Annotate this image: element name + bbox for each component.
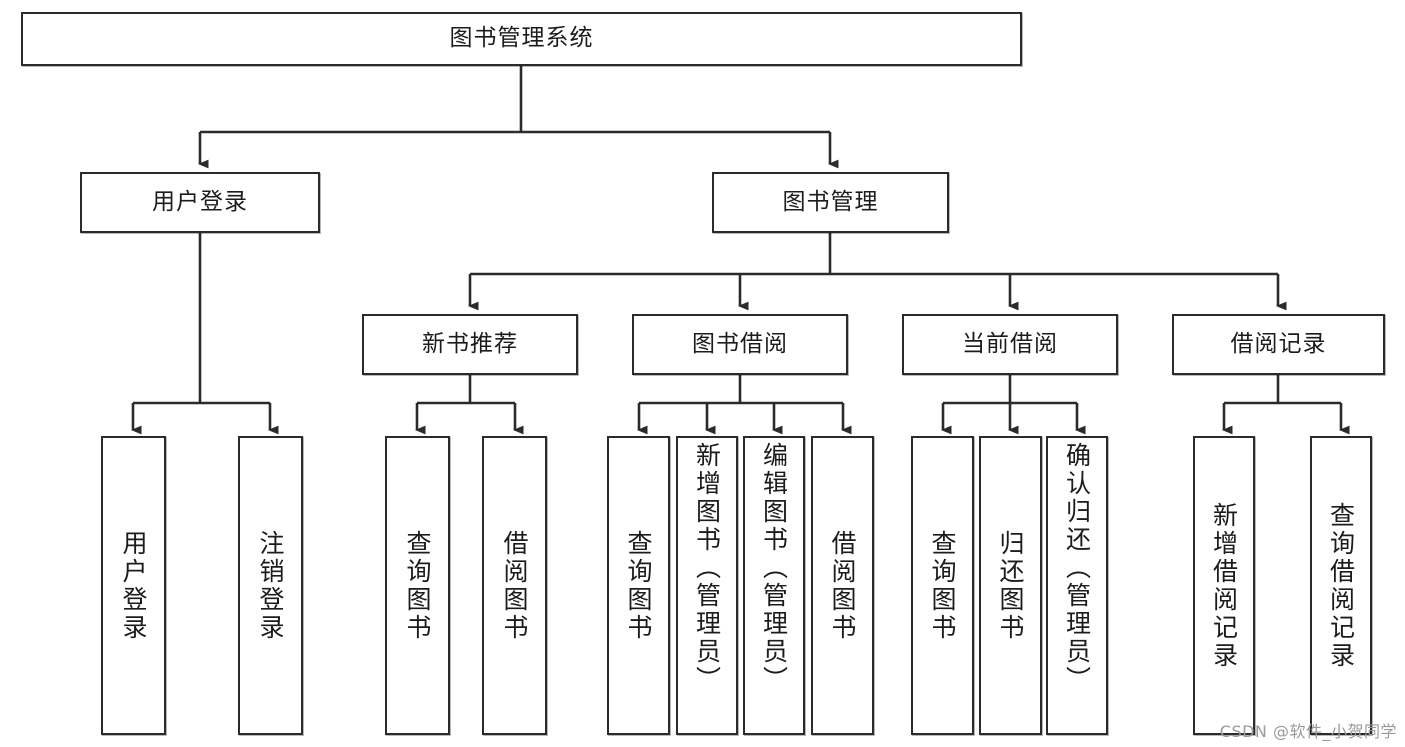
node-leaf-add-book-label: 新增图书（管理员） [692, 442, 722, 694]
node-current-borrow-label: 当前借阅 [962, 330, 1058, 357]
node-book-manage-label: 图书管理 [782, 188, 879, 215]
node-leaf-user-login-label: 用户登录 [119, 529, 148, 642]
csdn-watermark: CSDN @软件_小贺同学 [1219, 722, 1397, 741]
node-leaf-edit-book-label: 编辑图书（管理员） [759, 442, 789, 694]
node-leaf-query-book-3-label: 查询图书 [928, 529, 957, 642]
node-leaf-edit-book[interactable]: 编辑图书（管理员） [743, 436, 805, 735]
node-leaf-query-book-3[interactable]: 查询图书 [911, 436, 974, 735]
node-user-login-label: 用户登录 [152, 188, 248, 215]
node-borrow-record[interactable]: 借阅记录 [1172, 314, 1385, 375]
node-leaf-add-record-label: 新增借阅记录 [1209, 501, 1239, 670]
node-leaf-borrow-book-1[interactable]: 借阅图书 [482, 436, 547, 735]
node-leaf-query-book-1[interactable]: 查询图书 [385, 436, 450, 735]
node-leaf-borrow-book-2-label: 借阅图书 [828, 529, 857, 642]
node-user-login[interactable]: 用户登录 [80, 172, 320, 233]
node-leaf-borrow-book-1-label: 借阅图书 [500, 529, 529, 642]
node-leaf-return-book-label: 归还图书 [996, 529, 1025, 642]
node-leaf-query-record[interactable]: 查询借阅记录 [1310, 436, 1372, 735]
node-book-borrow[interactable]: 图书借阅 [632, 314, 848, 375]
node-new-book-recommend[interactable]: 新书推荐 [362, 314, 578, 375]
node-borrow-record-label: 借阅记录 [1230, 330, 1327, 357]
node-root[interactable]: 图书管理系统 [21, 12, 1022, 66]
node-leaf-confirm-return[interactable]: 确认归还（管理员） [1046, 436, 1108, 735]
node-leaf-confirm-return-label: 确认归还（管理员） [1062, 442, 1092, 694]
node-leaf-query-book-1-label: 查询图书 [403, 529, 432, 642]
node-leaf-borrow-book-2[interactable]: 借阅图书 [811, 436, 874, 735]
node-leaf-user-login[interactable]: 用户登录 [101, 436, 166, 735]
node-leaf-logout-login-label: 注销登录 [256, 529, 285, 642]
node-leaf-logout-login[interactable]: 注销登录 [238, 436, 303, 735]
node-leaf-query-record-label: 查询借阅记录 [1326, 501, 1356, 670]
node-root-label: 图书管理系统 [449, 25, 594, 52]
node-leaf-query-book-2[interactable]: 查询图书 [607, 436, 670, 735]
node-book-borrow-label: 图书借阅 [692, 330, 788, 357]
node-leaf-add-book[interactable]: 新增图书（管理员） [676, 436, 738, 735]
node-leaf-add-record[interactable]: 新增借阅记录 [1193, 436, 1255, 735]
node-leaf-return-book[interactable]: 归还图书 [979, 436, 1042, 735]
node-new-book-recommend-label: 新书推荐 [422, 330, 518, 357]
node-leaf-query-book-2-label: 查询图书 [624, 529, 653, 642]
node-current-borrow[interactable]: 当前借阅 [902, 314, 1118, 375]
node-book-manage[interactable]: 图书管理 [712, 172, 949, 233]
